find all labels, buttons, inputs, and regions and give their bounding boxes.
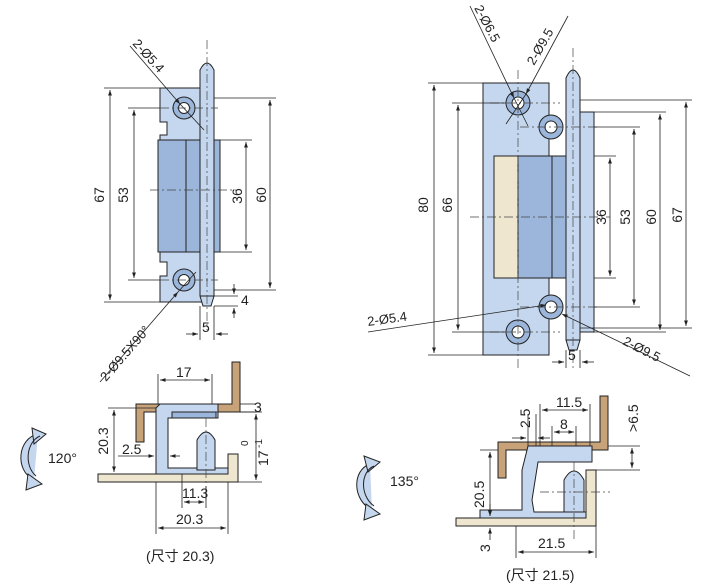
dim-ls-17: 17 (176, 364, 192, 380)
dim-ls-2-5: 2.5 (122, 441, 142, 457)
right-section-caption: (尺寸 21.5) (506, 567, 574, 583)
left-section-caption: (尺寸 20.3) (146, 548, 214, 564)
dim-right-5: 5 (568, 347, 576, 363)
angle-120-label: 120° (48, 450, 77, 466)
dim-ls-20-3: 20.3 (95, 427, 111, 454)
right-hole-callout-top: 2-Ø6.5 (471, 2, 503, 44)
dim-right-36: 36 (593, 209, 609, 225)
right-section-moving-leaf (497, 395, 609, 479)
dim-ls-tol-upper: 0 (240, 440, 251, 446)
dim-left-67: 67 (91, 187, 107, 203)
dim-left-60: 60 (253, 187, 269, 203)
angle-135-label: 135° (390, 473, 419, 489)
dim-left-53: 53 (115, 187, 131, 203)
left-countersink-callout: 2-Ø9.5X90° (97, 323, 153, 384)
dim-rs-21-5: 21.5 (538, 535, 565, 551)
dim-ls-11-3: 11.3 (182, 485, 208, 501)
dim-ls-3: 3 (254, 399, 262, 415)
rotation-120-symbol: 120° (20, 427, 77, 491)
dim-right-66: 66 (439, 197, 455, 213)
left-front-view (150, 40, 236, 330)
left-section-pin (196, 431, 216, 471)
dim-rs-20-5: 20.5 (471, 481, 487, 508)
dim-right-67: 67 (669, 207, 685, 223)
right-front-view (470, 48, 610, 370)
left-section-dimensions: 17 3 20.3 2.5 17 0 -1 11.3 20.3 (尺寸 20.3… (95, 364, 271, 564)
dim-ls-17-tol: 17 (255, 450, 271, 466)
dim-ls-20-3-h: 20.3 (176, 511, 203, 527)
dim-ls-tol-lower: -1 (254, 439, 265, 448)
dim-rs-gap: >6.5 (625, 404, 641, 432)
dim-left-5: 5 (202, 319, 210, 335)
right-section-view (455, 395, 610, 540)
dim-rs-2-5: 2.5 (517, 408, 533, 428)
dim-left-36: 36 (229, 188, 245, 204)
right-hole-callout: 2-Ø5.4 (366, 309, 407, 329)
dim-rs-8: 8 (560, 416, 568, 432)
right-counterbore-callout-bottom: 2-Ø9.5 (621, 333, 663, 364)
dim-right-60: 60 (643, 209, 659, 225)
dim-right-80: 80 (415, 197, 431, 213)
dim-left-4: 4 (241, 292, 249, 308)
dim-right-53: 53 (617, 209, 633, 225)
right-section-dimensions: 11.5 8 2.5 >6.5 20.5 3 21.5 (尺寸 21.5) (456, 394, 641, 583)
dim-rs-11-5: 11.5 (556, 394, 582, 410)
rotation-135-symbol: 135° (356, 455, 419, 521)
left-section-view (97, 361, 241, 500)
dim-rs-3: 3 (477, 544, 493, 552)
left-hole-callout: 2-Ø5.4 (130, 36, 168, 76)
